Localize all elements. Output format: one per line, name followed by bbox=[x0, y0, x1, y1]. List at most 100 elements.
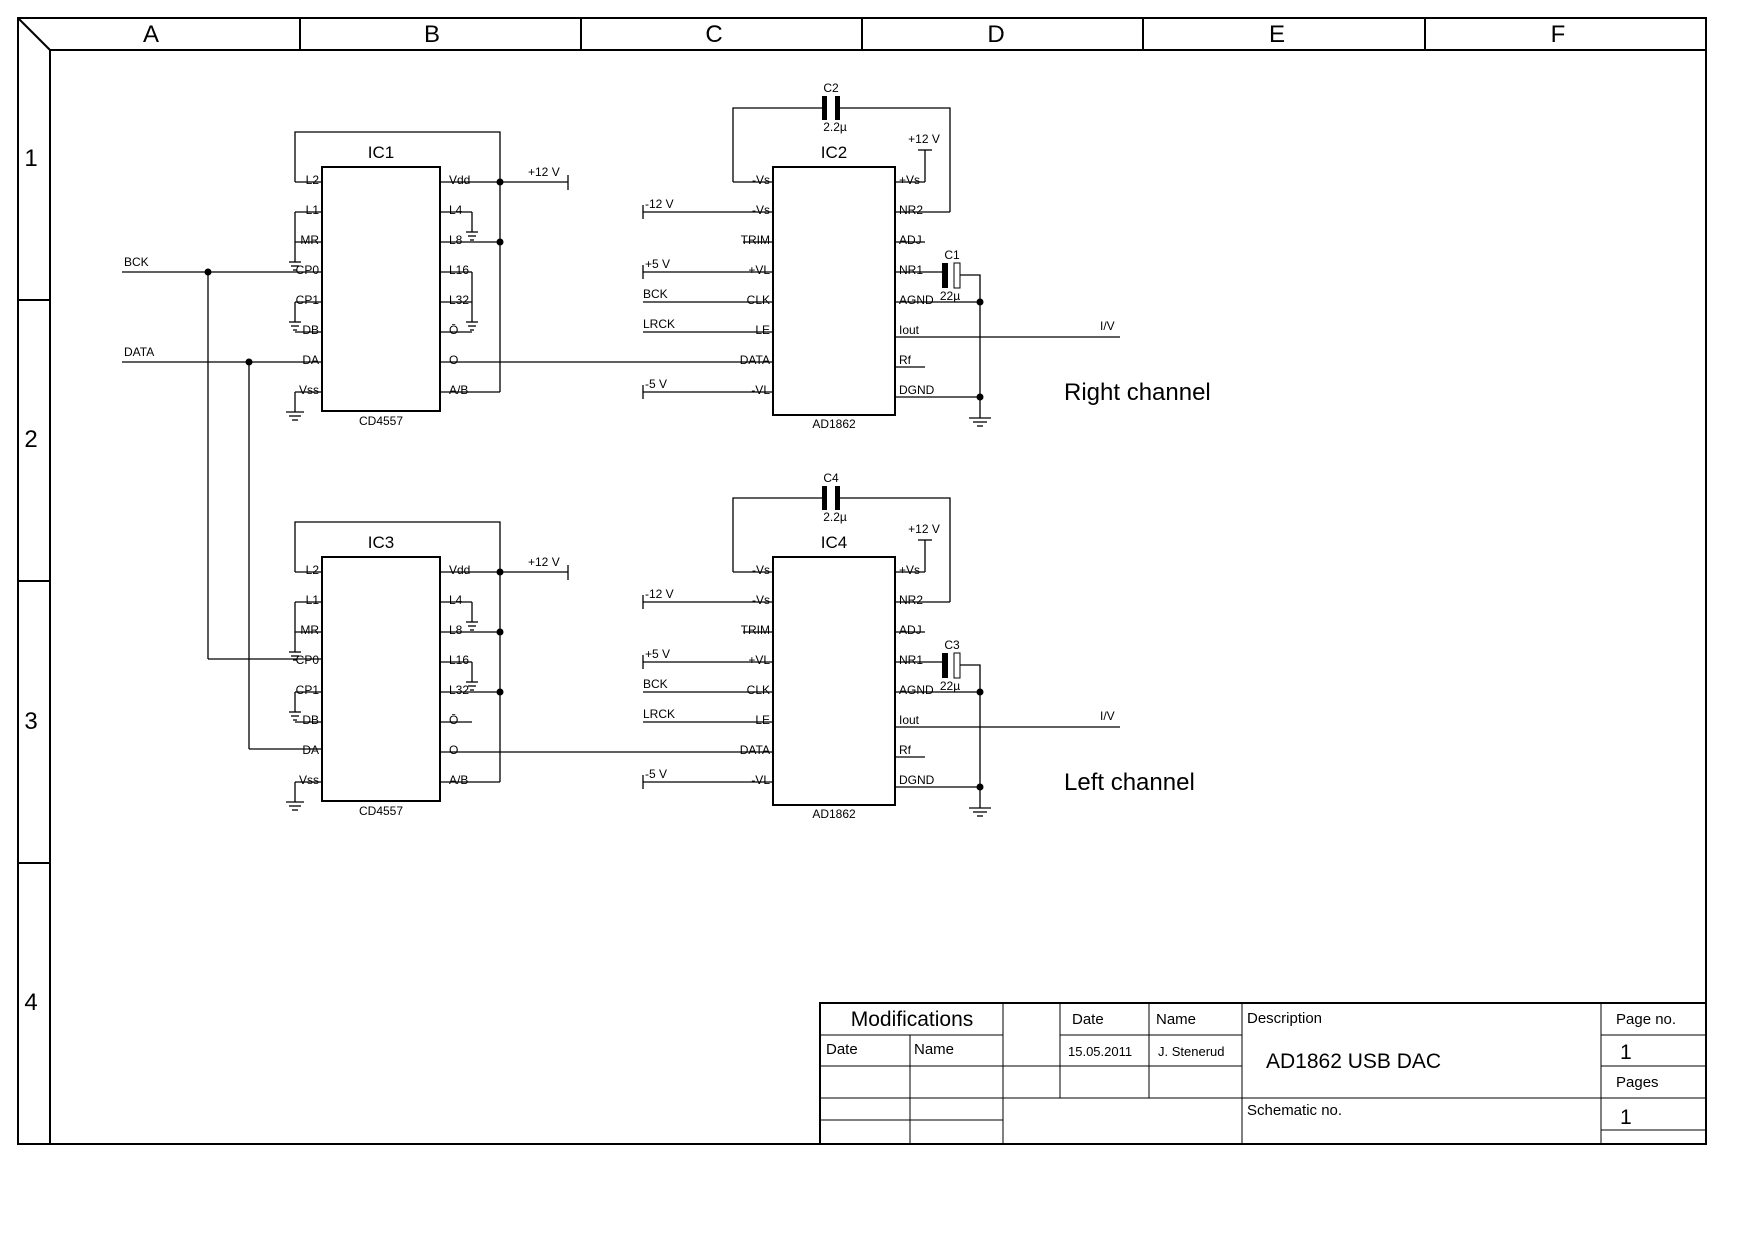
c3-value: 22µ bbox=[940, 679, 960, 693]
ic3-pin-l1: L1 bbox=[306, 593, 320, 607]
ic1-shift-register: IC1 CD4557 +12 V bbox=[286, 131, 569, 428]
zone-row-1: 1 bbox=[24, 145, 37, 172]
bck-input-label: BCK bbox=[124, 255, 149, 269]
ic2-vs-pos-rail: +12 V bbox=[908, 132, 940, 146]
mod-name-header: Name bbox=[914, 1041, 954, 1058]
zone-col-a: A bbox=[143, 21, 159, 48]
ic3-part: CD4557 bbox=[359, 804, 403, 818]
c1-value: 22µ bbox=[940, 289, 960, 303]
c3-ref: C3 bbox=[944, 638, 960, 652]
ic2-pin-le: LE bbox=[755, 323, 770, 337]
ic1-vdd-rail: +12 V bbox=[528, 165, 560, 179]
ic4-vl-neg-rail: -5 V bbox=[645, 767, 667, 781]
ic2-pin-vs-neg-b: -Vs bbox=[752, 203, 770, 217]
zone-col-b: B bbox=[424, 21, 440, 48]
ic4-pin-adj: ADJ bbox=[899, 623, 922, 637]
ic3-pin-cp1: CP1 bbox=[296, 683, 320, 697]
ic3-pin-mr: MR bbox=[300, 623, 319, 637]
ic4-pin-vl-neg: -VL bbox=[751, 773, 770, 787]
zone-row-2: 2 bbox=[24, 426, 37, 453]
ic2-pin-vs-pos: +Vs bbox=[899, 173, 920, 187]
ic3-pin-ab: A/B bbox=[449, 773, 468, 787]
ic4-dac: IC4 AD1862 C4 2.2µ bbox=[642, 471, 1120, 821]
ic2-pin-vs-neg-a: -Vs bbox=[752, 173, 770, 187]
zone-col-c: C bbox=[705, 21, 722, 48]
ic3-pin-l4: L4 bbox=[449, 593, 463, 607]
ic2-ref: IC2 bbox=[821, 143, 847, 162]
ic3-pin-db: DB bbox=[302, 713, 319, 727]
ic3-pin-l16: L16 bbox=[449, 653, 469, 667]
ic2-lrck-label: LRCK bbox=[643, 317, 675, 331]
ic3-pin-l32: L32 bbox=[449, 683, 469, 697]
ic2-pin-vl-pos: +VL bbox=[748, 263, 770, 277]
ic4-pin-dgnd: DGND bbox=[899, 773, 935, 787]
ic2-pin-nr2: NR2 bbox=[899, 203, 923, 217]
ic1-part: CD4557 bbox=[359, 414, 403, 428]
mod-date-header: Date bbox=[826, 1041, 858, 1058]
ic3-pin-cp0: CP0 bbox=[296, 653, 320, 667]
ic3-pin-vss: Vss bbox=[299, 773, 319, 787]
ic3-pin-o: O bbox=[449, 743, 458, 757]
ic4-pin-agnd: AGND bbox=[899, 683, 934, 697]
ic2-pin-iout: Iout bbox=[899, 323, 920, 337]
data-input-label: DATA bbox=[124, 345, 154, 359]
description-header: Description bbox=[1247, 1010, 1322, 1027]
ic1-pin-o-bar: Ō bbox=[449, 323, 458, 337]
c2-value: 2.2µ bbox=[823, 120, 847, 134]
date-header: Date bbox=[1072, 1011, 1104, 1028]
ic4-pin-vs-neg-b: -Vs bbox=[752, 593, 770, 607]
ic2-pin-vl-neg: -VL bbox=[751, 383, 770, 397]
ic1-pin-l16: L16 bbox=[449, 263, 469, 277]
c2-ref: C2 bbox=[823, 81, 839, 95]
ic4-output-label: I/V bbox=[1100, 709, 1115, 723]
ic2-vs-neg-rail: -12 V bbox=[645, 197, 674, 211]
ic2-output-label: I/V bbox=[1100, 319, 1115, 333]
zone-row-4: 4 bbox=[24, 989, 37, 1016]
ic2-pin-trim: TRIM bbox=[741, 233, 770, 247]
ic1-pin-l4: L4 bbox=[449, 203, 463, 217]
page-no-value: 1 bbox=[1620, 1041, 1632, 1064]
ic3-pin-l2: L2 bbox=[306, 563, 320, 577]
ic4-pin-data: DATA bbox=[740, 743, 770, 757]
ic2-bck-label: BCK bbox=[643, 287, 668, 301]
modifications-header: Modifications bbox=[851, 1008, 974, 1031]
ic3-pin-vdd: Vdd bbox=[449, 563, 470, 577]
ic3-vdd-rail: +12 V bbox=[528, 555, 560, 569]
zone-row-3: 3 bbox=[24, 708, 37, 735]
schematic-no-header: Schematic no. bbox=[1247, 1102, 1342, 1119]
c4-ref: C4 bbox=[823, 471, 839, 485]
ic1-pin-db: DB bbox=[302, 323, 319, 337]
name-header: Name bbox=[1156, 1011, 1196, 1028]
ic3-shift-register: IC3 CD4557 +12 V bbox=[286, 521, 569, 818]
ic2-vl-pos-rail: +5 V bbox=[645, 257, 670, 271]
right-channel-label: Right channel bbox=[1064, 379, 1211, 406]
ic4-pin-le: LE bbox=[755, 713, 770, 727]
c4-value: 2.2µ bbox=[823, 510, 847, 524]
ic4-part: AD1862 bbox=[812, 807, 856, 821]
ic4-vl-pos-rail: +5 V bbox=[645, 647, 670, 661]
drawing-date: 15.05.2011 bbox=[1068, 1044, 1132, 1059]
ic2-pin-rf: Rf bbox=[899, 353, 912, 367]
ic4-pin-nr1: NR1 bbox=[899, 653, 923, 667]
left-channel-circuit: IC3 CD4557 +12 V bbox=[286, 471, 1195, 821]
ic1-pin-l32: L32 bbox=[449, 293, 469, 307]
ic3-pin-l8: L8 bbox=[449, 623, 463, 637]
ic2-pin-dgnd: DGND bbox=[899, 383, 935, 397]
input-buses: BCK DATA bbox=[122, 255, 322, 750]
ic4-pin-trim: TRIM bbox=[741, 623, 770, 637]
ic1-pin-cp1: CP1 bbox=[296, 293, 320, 307]
ic1-pin-cp0: CP0 bbox=[296, 263, 320, 277]
ic1-pin-l2: L2 bbox=[306, 173, 320, 187]
page-no-header: Page no. bbox=[1616, 1011, 1676, 1028]
left-channel-label: Left channel bbox=[1064, 769, 1195, 796]
ic3-ref: IC3 bbox=[368, 533, 394, 552]
ic4-ref: IC4 bbox=[821, 533, 847, 552]
ic2-dac: IC2 AD1862 C2 bbox=[642, 81, 1120, 431]
ic2-vl-neg-rail: -5 V bbox=[645, 377, 667, 391]
ic4-pin-rf: Rf bbox=[899, 743, 912, 757]
pages-header: Pages bbox=[1616, 1074, 1659, 1091]
ic1-pin-vss: Vss bbox=[299, 383, 319, 397]
ic3-pin-da: DA bbox=[302, 743, 319, 757]
drawing-author: J. Stenerud bbox=[1158, 1044, 1225, 1059]
